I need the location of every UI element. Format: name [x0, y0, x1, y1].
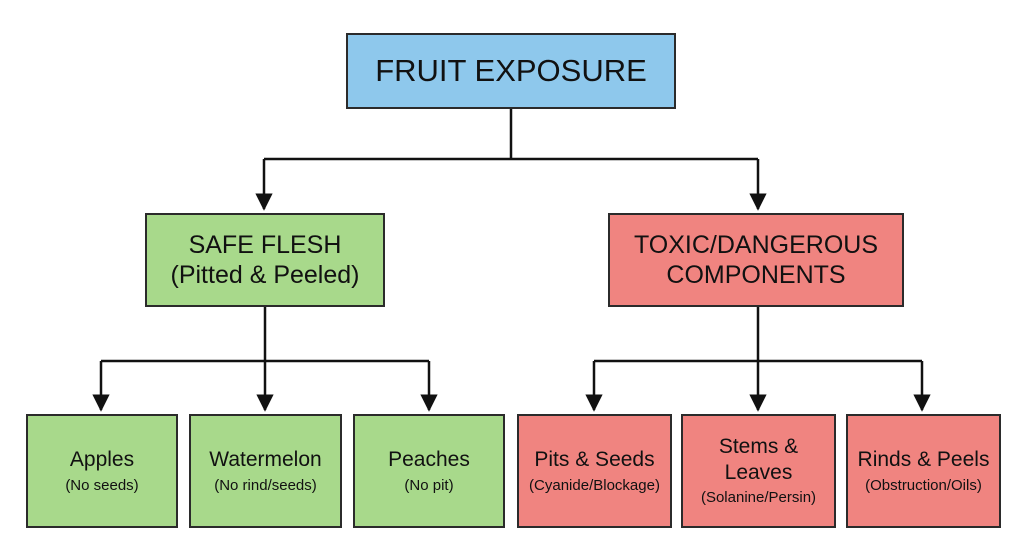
category-node-toxic-components: TOXIC/DANGEROUS COMPONENTS: [608, 213, 904, 307]
leaf-node-apples: Apples (No seeds): [26, 414, 178, 528]
safe-flesh-label-line2: (Pitted & Peeled): [170, 261, 360, 289]
leaf-node-rinds-peels: Rinds & Peels (Obstruction/Oils): [846, 414, 1001, 528]
leaf-title: Rinds & Peels: [857, 447, 990, 471]
leaf-subtitle: (No seeds): [65, 476, 139, 494]
leaf-subtitle: (Solanine/Persin): [700, 489, 817, 507]
leaf-title: Apples: [69, 447, 135, 471]
leaf-node-stems-leaves: Stems & Leaves (Solanine/Persin): [681, 414, 836, 528]
root-node-label: FRUIT EXPOSURE: [375, 53, 647, 89]
category-node-safe-flesh: SAFE FLESH (Pitted & Peeled): [145, 213, 385, 307]
leaf-subtitle: (No pit): [404, 476, 454, 494]
leaf-title: Pits & Seeds: [534, 447, 655, 471]
toxic-label-line2: COMPONENTS: [666, 261, 846, 289]
safe-flesh-label-line1: SAFE FLESH: [188, 230, 342, 259]
leaf-subtitle: (Cyanide/Blockage): [529, 476, 660, 494]
leaf-title: Peaches: [388, 447, 470, 471]
leaf-node-pits-seeds: Pits & Seeds (Cyanide/Blockage): [517, 414, 672, 528]
leaf-subtitle: (No rind/seeds): [214, 476, 317, 494]
leaf-title: Watermelon: [209, 447, 322, 471]
leaf-title-line2: Leaves: [724, 460, 793, 484]
leaf-node-peaches: Peaches (No pit): [353, 414, 505, 528]
leaf-node-watermelon: Watermelon (No rind/seeds): [189, 414, 342, 528]
leaf-subtitle: (Obstruction/Oils): [865, 476, 982, 494]
root-node-fruit-exposure: FRUIT EXPOSURE: [346, 33, 676, 109]
leaf-title-line1: Stems &: [718, 435, 799, 459]
toxic-label-line1: TOXIC/DANGEROUS: [633, 230, 879, 259]
